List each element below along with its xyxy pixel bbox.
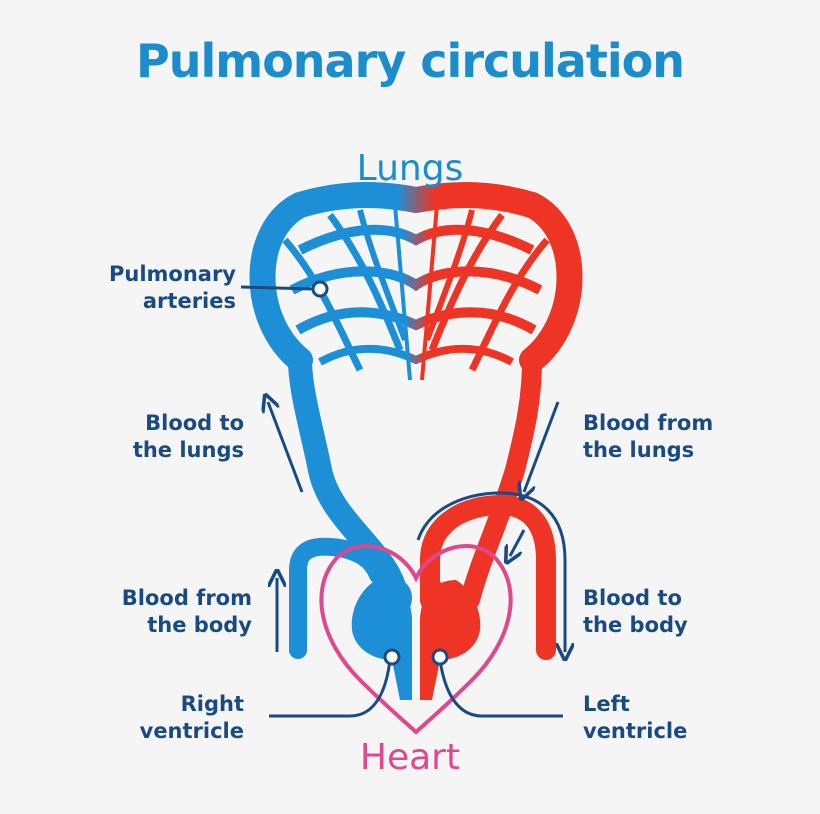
label-line: Blood to [583,586,682,610]
label-line: Blood from [121,586,252,610]
lung-capillary-network [249,182,583,381]
arrow-blood-to-lungs [268,402,304,493]
label-line: Right [180,692,244,716]
label-line: arteries [142,289,236,313]
pointer-dots [311,280,449,666]
label-blood-from-lungs: Blood from the lungs [583,410,733,464]
label-line: Left [583,692,630,716]
label-left-ventricle: Left ventricle [583,691,707,745]
arrow-blood-from-lungs [524,401,560,492]
label-line: ventricle [583,719,688,743]
label-line: the body [583,613,688,637]
pulmonary-arteries-dot [311,280,329,298]
page-title: Pulmonary circulation [136,34,685,88]
label-blood-to-lungs: Blood to the lungs [110,410,244,464]
label-line: Blood to [145,411,244,435]
label-blood-from-body: Blood from the body [100,585,252,639]
label-right-ventricle: Right ventricle [120,691,244,745]
arrow-blood-to-body [416,491,565,652]
vena-cava [289,537,387,659]
label-line: the lungs [583,438,695,462]
pointer-lines [240,285,563,718]
heart-outline [319,544,513,735]
right-ventricle-shape [351,580,412,700]
right-ventricle-dot [383,648,401,666]
lungs-label: Lungs [356,148,464,189]
label-line: the lungs [132,438,244,462]
label-pulmonary-arteries: Pulmonary arteries [90,261,236,315]
label-blood-to-body: Blood to the body [583,585,723,639]
arrow-into-left-atrium [510,529,526,556]
label-line: the body [147,613,252,637]
label-line: ventricle [139,719,244,743]
heart-label: Heart [359,737,461,778]
flow-arrows [268,402,565,652]
left-ventricle-shape [420,580,481,700]
pulmonary-vein-trunk [460,350,542,610]
label-line: Pulmonary [108,262,236,286]
left-ventricle-dot [431,648,449,666]
label-line: Blood from [583,411,714,435]
aorta [420,494,556,660]
